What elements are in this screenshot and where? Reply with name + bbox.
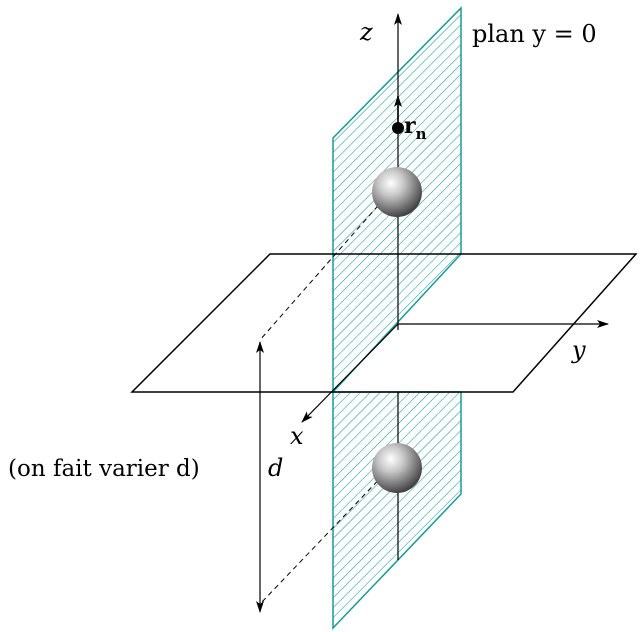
rn-label: rn bbox=[404, 113, 427, 143]
sphere-icon bbox=[372, 443, 422, 493]
lower-vertical-plane bbox=[332, 391, 462, 630]
x-axis-label: x bbox=[290, 422, 304, 450]
y-axis-label: y bbox=[571, 336, 586, 364]
rn-vector-label: r bbox=[404, 113, 416, 139]
distance-label: d bbox=[268, 454, 283, 482]
plane-caption-text: plan y = 0 bbox=[472, 20, 597, 48]
x-axis bbox=[301, 323, 399, 423]
lower-dashed-line bbox=[259, 467, 391, 605]
rn-subscript-label: n bbox=[416, 125, 427, 143]
vary-note: (on fait varier d) bbox=[8, 456, 200, 482]
sphere-icon bbox=[372, 167, 422, 217]
upper-dashed-line bbox=[259, 191, 391, 341]
plane-caption: plan y = 0 bbox=[472, 20, 597, 48]
z-axis-label: z bbox=[359, 18, 373, 46]
point-marker-icon bbox=[392, 122, 404, 134]
horizontal-plane bbox=[130, 253, 638, 393]
